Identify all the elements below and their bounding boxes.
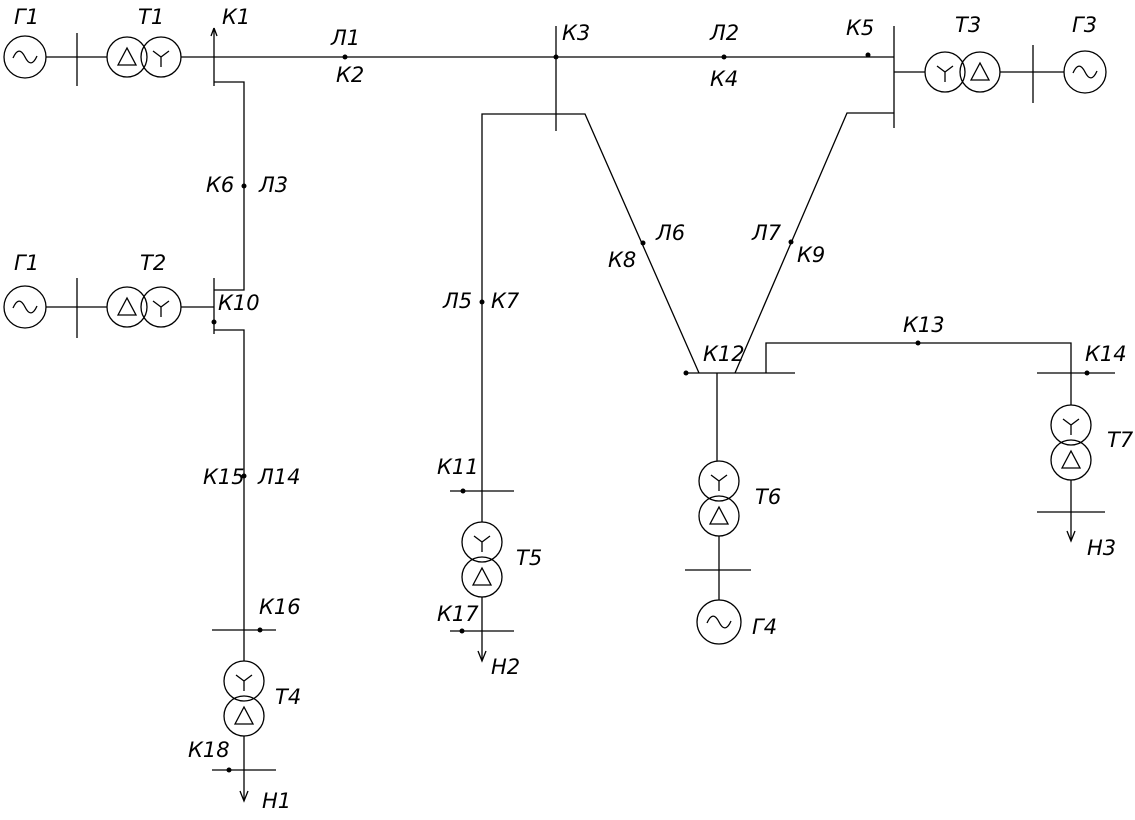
label-g4: Г4 — [752, 615, 777, 639]
label-g1-top: Г1 — [14, 5, 39, 29]
fault-point-k14 — [1084, 370, 1090, 376]
label-k16: К16 — [259, 595, 301, 619]
fault-point-k18 — [226, 767, 232, 773]
label-l1: Л1 — [330, 26, 360, 50]
fault-point-k13 — [915, 340, 921, 346]
load-arrow-h1 — [239, 790, 249, 803]
label-k1: К1 — [222, 5, 250, 29]
label-k13: К13 — [903, 313, 945, 337]
fault-point-k4 — [721, 54, 727, 60]
label-k10: К10 — [218, 291, 260, 315]
label-t7: Т7 — [1107, 428, 1134, 452]
label-k14: К14 — [1085, 342, 1127, 366]
line-l7 — [734, 112, 894, 374]
line-l14 — [214, 329, 245, 630]
label-g3: Г3 — [1072, 13, 1097, 37]
label-k3: К3 — [562, 21, 590, 45]
line-l6 — [556, 113, 700, 374]
label-k8: К8 — [608, 248, 636, 272]
label-l6: Л6 — [655, 221, 685, 245]
load-arrow-h2 — [477, 650, 487, 663]
label-k9: К9 — [797, 243, 825, 267]
label-h3: Н3 — [1087, 536, 1116, 560]
label-k2: К2 — [336, 63, 364, 87]
line-l5 — [481, 113, 556, 491]
label-k12: К12 — [703, 342, 745, 366]
fault-point-k10 — [211, 319, 217, 325]
label-l3: Л3 — [258, 173, 288, 197]
label-k11: К11 — [437, 455, 479, 479]
fault-point-k8 — [640, 240, 646, 246]
label-h2: Н2 — [491, 655, 520, 679]
label-h1: Н1 — [262, 789, 291, 813]
line-l13 — [765, 342, 1072, 373]
label-k17: К17 — [437, 602, 479, 626]
label-t6: Т6 — [755, 485, 781, 509]
load-arrow-h3 — [1066, 530, 1076, 543]
transformer-t1 — [106, 36, 182, 78]
label-k5: К5 — [846, 16, 874, 40]
fault-point-k9 — [788, 239, 794, 245]
label-t5: Т5 — [516, 546, 542, 570]
fault-point-k17 — [459, 628, 465, 634]
fault-point-k16 — [257, 627, 263, 633]
fault-point-k5 — [865, 52, 871, 58]
transformer-t6 — [698, 460, 740, 537]
label-k18: К18 — [188, 738, 230, 762]
label-l2: Л2 — [709, 21, 739, 45]
label-l5: Л5 — [442, 289, 472, 313]
transformer-t4 — [223, 660, 265, 737]
label-l14: Л14 — [257, 465, 301, 489]
fault-point-k11 — [460, 488, 466, 494]
label-k4: К4 — [710, 67, 738, 91]
label-l7: Л7 — [751, 221, 782, 245]
transformer-t7 — [1050, 404, 1092, 481]
fault-point-k15 — [241, 473, 247, 479]
label-g1-mid: Г1 — [14, 251, 39, 275]
transformer-t3 — [924, 51, 1001, 93]
fault-point-k12 — [683, 370, 689, 376]
generator-g1-mid — [3, 285, 47, 329]
label-t4: Т4 — [275, 685, 301, 709]
fault-point-k7 — [479, 299, 485, 305]
label-k7: К7 — [491, 289, 520, 313]
fault-point-k2 — [342, 54, 348, 60]
label-k15: К15 — [203, 465, 245, 489]
fault-point-k6 — [241, 183, 247, 189]
generator-g4 — [696, 599, 742, 645]
label-k6: К6 — [206, 173, 234, 197]
transformer-t2 — [106, 286, 182, 328]
label-t3: Т3 — [955, 13, 981, 37]
label-t2: Т2 — [140, 251, 166, 275]
label-t1: Т1 — [138, 5, 164, 29]
generator-g3 — [1063, 50, 1107, 94]
transformer-t5 — [461, 521, 503, 598]
generator-g1-top — [3, 35, 47, 79]
